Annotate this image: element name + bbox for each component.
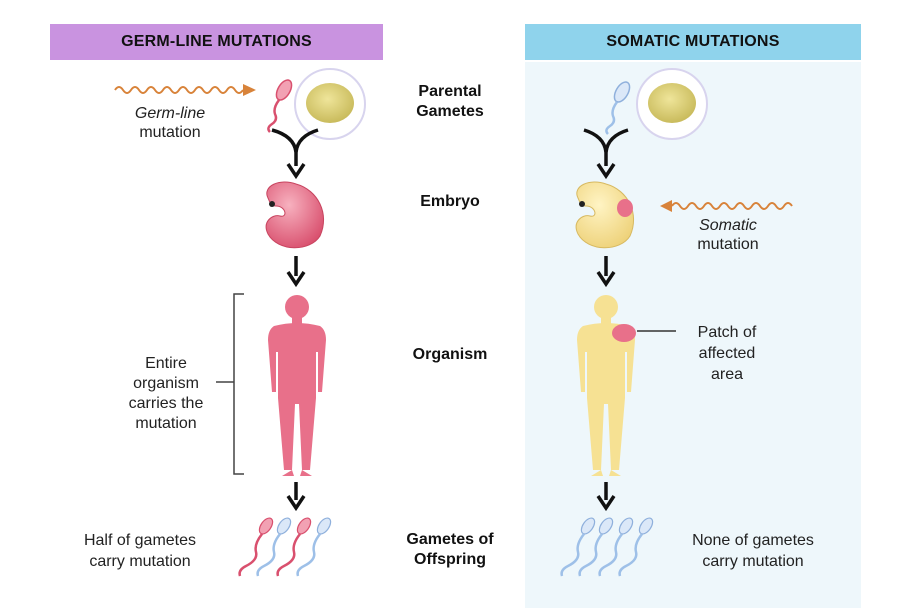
human-normal-figure <box>577 295 635 476</box>
somatic-mutation-label-rest: mutation <box>697 236 759 253</box>
stage-parental-line-2: Gametes <box>416 103 484 120</box>
germline-mutation-label: Germ-line mutation <box>110 104 230 142</box>
gamete-blue-2 <box>296 517 332 577</box>
organism-arrow-left <box>286 482 306 512</box>
fertilization-arrow-left <box>271 128 319 180</box>
germline-header-text: GERM-LINE MUTATIONS <box>121 33 312 50</box>
organism-arrow-right <box>596 482 616 512</box>
patch-affected-label: Patch of affected area <box>672 322 782 385</box>
half-gametes-line-1: Half of gametes <box>83 532 197 549</box>
stage-gametes-offspring: Gametes of Offspring <box>390 530 510 570</box>
normal-sperm-icon <box>605 81 631 135</box>
gamete-blue-r4 <box>618 517 654 577</box>
patch-line-2: affected <box>698 345 756 362</box>
patch-line-1: Patch of <box>697 324 757 341</box>
stage-parental-line-1: Parental <box>418 83 482 100</box>
entire-organism-line-3: carries the <box>128 395 204 412</box>
stage-parental-gametes: Parental Gametes <box>390 82 510 122</box>
embryo-arrow-right <box>596 256 616 288</box>
germline-mutation-label-italic: Germ-line <box>134 105 206 122</box>
offspring-gametes-left <box>238 517 332 577</box>
mutated-sperm-icon <box>267 79 293 133</box>
gamete-blue-1 <box>256 517 292 577</box>
patch-line-3: area <box>710 366 744 383</box>
affected-patch <box>612 324 636 342</box>
egg-cell-icon <box>294 68 366 140</box>
half-gametes-label: Half of gametes carry mutation <box>60 530 220 572</box>
entire-organism-label: Entire organism carries the mutation <box>116 354 216 434</box>
none-gametes-line-2: carry mutation <box>702 553 804 570</box>
fertilization-arrow-right <box>583 128 629 180</box>
stage-offspring-line-1: Gametes of <box>406 531 494 548</box>
germline-mutation-label-rest: mutation <box>139 124 201 141</box>
gamete-blue-r3 <box>598 517 634 577</box>
egg-cell-icon-right <box>636 68 708 140</box>
none-gametes-line-1: None of gametes <box>692 532 814 549</box>
gamete-blue-r1 <box>560 517 596 577</box>
embryo-normal-icon <box>575 181 635 249</box>
embryo-mutated-icon <box>265 181 325 249</box>
stage-organism: Organism <box>412 346 488 363</box>
somatic-header-text: SOMATIC MUTATIONS <box>606 33 780 50</box>
gamete-blue-r2 <box>578 517 614 577</box>
somatic-mutation-label: Somatic mutation <box>668 216 788 254</box>
somatic-header: SOMATIC MUTATIONS <box>525 24 861 60</box>
somatic-wave-arrow <box>660 200 793 212</box>
entire-organism-line-1: Entire <box>145 355 187 372</box>
entire-organism-line-4: mutation <box>135 415 197 432</box>
none-gametes-label: None of gametes carry mutation <box>668 530 838 572</box>
gamete-pink-1 <box>238 517 274 577</box>
embryo-arrow-left <box>286 256 306 288</box>
stage-offspring-line-2: Offspring <box>414 551 486 568</box>
stage-embryo: Embryo <box>420 193 480 210</box>
human-mutated-figure <box>268 295 326 476</box>
somatic-mutation-label-italic: Somatic <box>699 217 757 234</box>
offspring-gametes-right <box>560 517 654 577</box>
entire-organism-line-2: organism <box>133 375 199 392</box>
germline-header: GERM-LINE MUTATIONS <box>50 24 383 60</box>
half-gametes-line-2: carry mutation <box>89 553 191 570</box>
germline-wave-arrow <box>114 84 256 96</box>
gamete-pink-2 <box>276 517 312 577</box>
organism-bracket <box>216 293 244 475</box>
